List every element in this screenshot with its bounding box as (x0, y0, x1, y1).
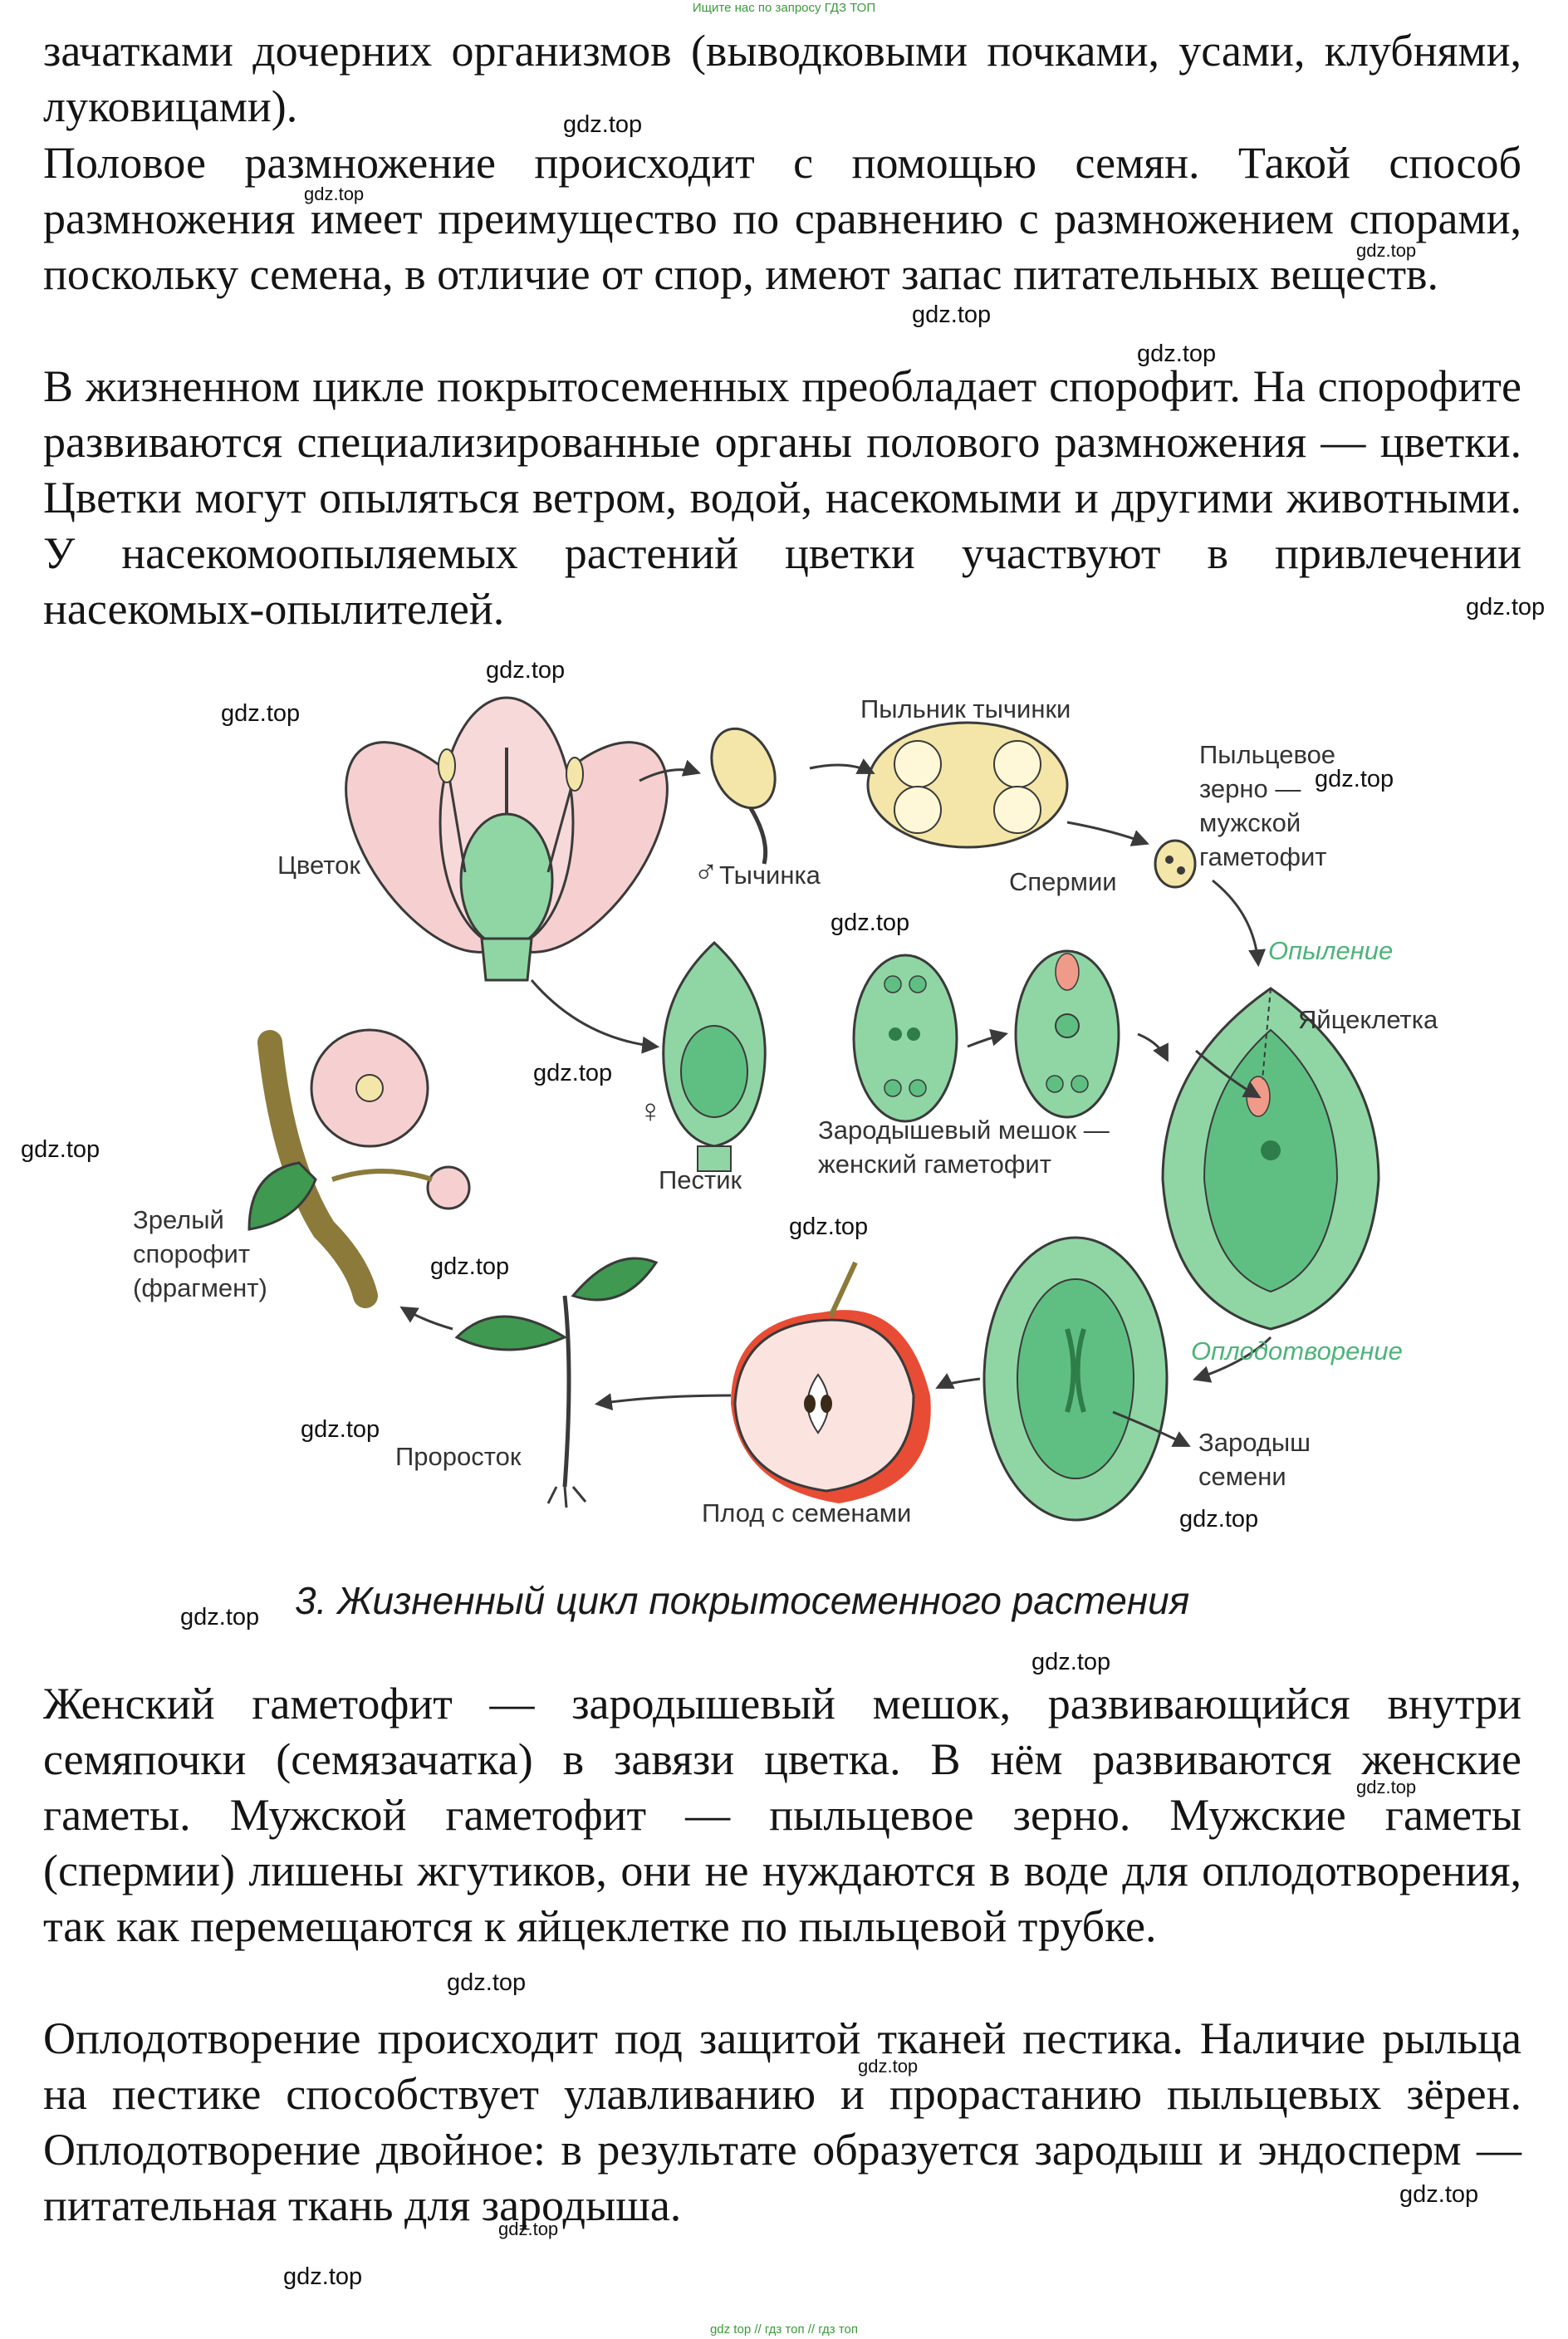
label-embryo-sac-1: Зародышевый мешок — (818, 1116, 1110, 1145)
watermark: gdz.top (430, 1253, 510, 1280)
flower-illustration (345, 696, 669, 982)
header-note: Ищите нас по запросу ГДЗ ТОП (692, 1, 876, 15)
seed-illustration (982, 1236, 1169, 1522)
paragraph-2: Половое размножение происходит с помощью… (43, 138, 1521, 299)
paragraph-5: Оплодотворение происходит под защитой тк… (43, 2013, 1521, 2230)
ovule-pollination (1161, 987, 1380, 1331)
label-pollen-3: мужской (1199, 808, 1301, 837)
label-embryo-2: семени (1198, 1462, 1286, 1491)
embryo-sac-2 (1014, 949, 1120, 1119)
label-mature-1: Зрелый (133, 1205, 224, 1234)
label-fruit: Плод с семенами (702, 1498, 912, 1527)
cycle-arrows (399, 758, 1272, 1447)
label-anther: Пыльник тычинки (860, 694, 1071, 723)
label-pollen-2: зерно — (1199, 774, 1301, 803)
watermark: gdz.top (912, 302, 992, 328)
watermark: gdz.top (1315, 766, 1394, 792)
watermark: gdz.top (304, 184, 365, 204)
embryo-sac-1 (852, 954, 958, 1123)
stamen-illustration (710, 727, 777, 865)
label-embryo-sac-2: женский гаметофит (818, 1150, 1051, 1179)
label-stamen: Тычинка (719, 861, 821, 890)
paragraph-3: В жизненном цикле покрытосеменных преобл… (43, 361, 1521, 634)
watermark: gdz.top (563, 111, 643, 138)
watermark: gdz.top (283, 2263, 363, 2290)
label-pollen-1: Пыльцевое (1199, 740, 1336, 769)
watermark: gdz.top (301, 1416, 380, 1443)
watermark: gdz.top (858, 2056, 919, 2077)
male-symbol: ♂ (693, 854, 718, 890)
figure-caption: 3. Жизненный цикл покрытосеменного расте… (295, 1579, 1190, 1622)
branch-illustration (247, 1028, 471, 1308)
label-pistil: Пестик (659, 1165, 742, 1194)
watermark: gdz.top (447, 1969, 527, 1996)
label-egg: Яйцеклетка (1298, 1005, 1438, 1034)
apple-illustration (731, 1261, 931, 1503)
label-flower: Цветок (277, 851, 360, 880)
paragraph-1: зачатками дочерних организмов (выводковы… (43, 26, 1521, 131)
watermark: gdz.top (498, 2219, 559, 2239)
watermark: gdz.top (21, 1136, 100, 1163)
female-symbol: ♀ (638, 1093, 663, 1130)
label-sperm: Спермии (1009, 867, 1117, 896)
sprout-illustration (454, 1257, 659, 1508)
label-mature-2: спорофит (133, 1239, 251, 1268)
watermark: gdz.top (789, 1214, 869, 1240)
watermark: gdz.top (180, 1604, 260, 1630)
paragraph-4: Женский гаметофит — зародышевый мешок, р… (43, 1679, 1521, 1951)
watermark: gdz.top (1356, 240, 1417, 261)
pollen-grain (1154, 839, 1197, 889)
watermark: gdz.top (1179, 1506, 1259, 1532)
footer-note: gdz top // гдз топ // гдз топ (709, 2322, 859, 2337)
watermark: gdz.top (1399, 2181, 1479, 2208)
watermark: gdz.top (1031, 1649, 1111, 1675)
pistil-illustration (662, 940, 767, 1172)
watermark: gdz.top (221, 700, 301, 727)
watermark: gdz.top (1137, 341, 1217, 367)
label-mature-3: (фрагмент) (133, 1273, 267, 1302)
watermark: gdz.top (1356, 1777, 1417, 1797)
watermark: gdz.top (533, 1060, 613, 1086)
label-pollen-4: гаметофит (1199, 842, 1327, 871)
label-sprout: Проросток (395, 1442, 522, 1471)
label-fertilization: Оплодотворение (1191, 1336, 1403, 1366)
watermark: gdz.top (831, 910, 910, 936)
label-embryo-1: Зародыш (1198, 1428, 1311, 1457)
label-pollination: Опыление (1268, 936, 1394, 965)
watermark: gdz.top (1466, 594, 1546, 620)
anther-illustration (866, 721, 1069, 849)
watermark: gdz.top (486, 657, 566, 684)
